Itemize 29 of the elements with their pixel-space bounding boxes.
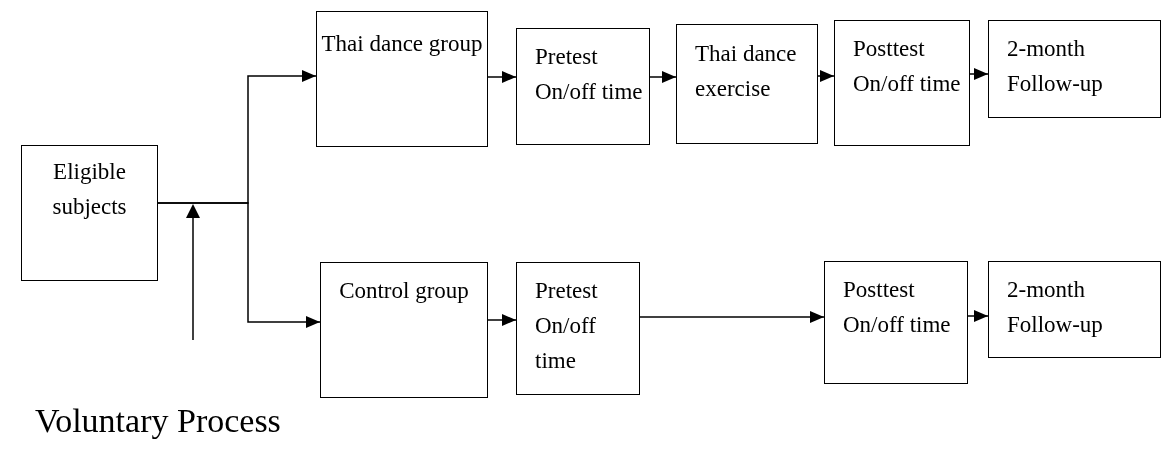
process-box: [516, 28, 650, 145]
box-label: 2-month Follow-up: [1007, 35, 1104, 98]
process-box: [988, 20, 1161, 118]
box-label: Pretest On/off time: [535, 43, 644, 106]
arrow: [639, 311, 825, 323]
arrow: [969, 68, 989, 80]
box-label: Control group: [338, 277, 470, 305]
arrow: [487, 314, 517, 326]
process-box: [834, 20, 970, 146]
arrow: [649, 71, 677, 83]
box-label: 2-month Follow-up: [1007, 276, 1104, 339]
arrow: [967, 310, 989, 322]
arrow: [487, 71, 517, 83]
process-box: [516, 262, 640, 395]
process-box: [21, 145, 158, 281]
box-label: Posttest On/off time: [843, 276, 952, 339]
box-label: Eligible subjects: [51, 158, 128, 221]
arrow: [157, 202, 321, 328]
process-box: [676, 24, 818, 144]
box-label: Thai dance group: [321, 30, 483, 58]
box-label: Thai dance exercise: [695, 40, 798, 103]
box-label: Posttest On/off time: [853, 35, 962, 98]
process-box: [316, 11, 488, 147]
box-label: Pretest On/off time: [535, 277, 599, 375]
process-box: [320, 262, 488, 398]
arrow: [817, 70, 835, 82]
process-box: [824, 261, 968, 384]
note-text: Voluntary Process: [35, 402, 281, 440]
process-box: [988, 261, 1161, 358]
